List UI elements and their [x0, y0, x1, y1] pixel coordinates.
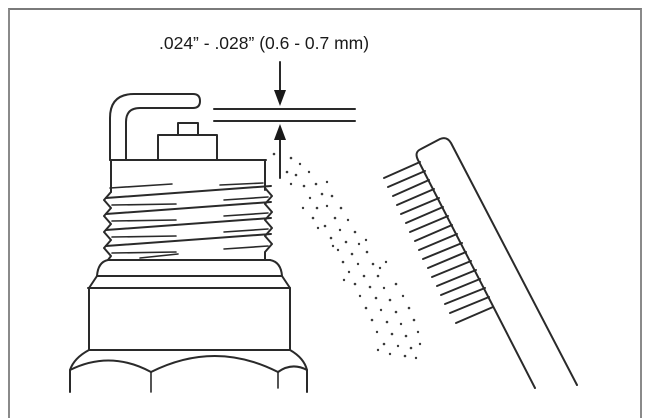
- electrode-gap-arrows: [213, 61, 356, 179]
- figure-frame: [8, 8, 642, 418]
- arrow-down-icon: [274, 90, 286, 106]
- wire-brush: [383, 137, 578, 389]
- gap-spec-label: .024” - .028” (0.6 - 0.7 mm): [159, 33, 370, 53]
- arrow-up-icon: [274, 124, 286, 140]
- carbon-deposits-spray: [272, 152, 422, 360]
- spark-plug: [69, 93, 308, 393]
